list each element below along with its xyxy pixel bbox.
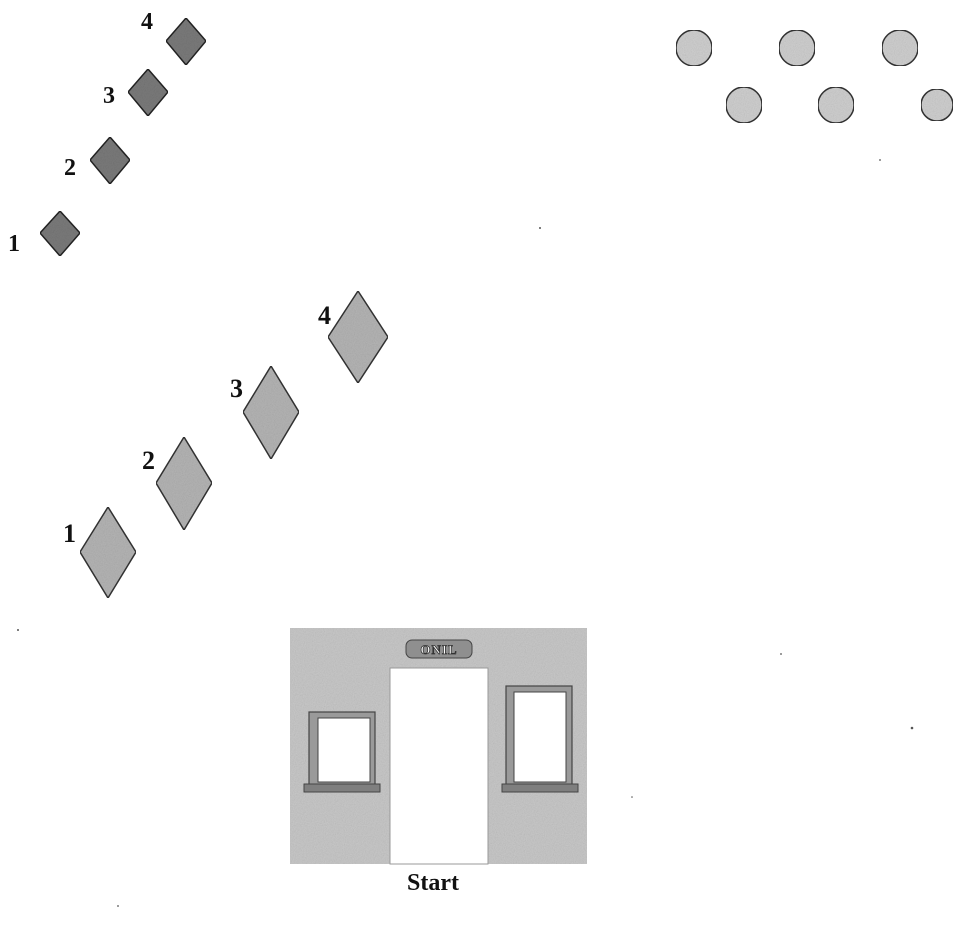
small-diamond-3 <box>127 67 169 118</box>
start-building: ONIL Start <box>290 628 587 896</box>
speck <box>910 726 914 730</box>
large-marker-label-4: 4 <box>318 301 331 330</box>
circle-2 <box>778 29 816 67</box>
left-window-pane <box>317 717 371 783</box>
small-marker-group: 1 2 3 4 <box>8 9 207 258</box>
building-sign: ONIL <box>405 639 473 659</box>
small-marker-4: 4 <box>141 9 207 67</box>
speck <box>117 905 119 907</box>
left-window <box>303 711 381 793</box>
small-marker-label-4: 4 <box>141 9 153 35</box>
small-diamond-4 <box>165 16 207 67</box>
speck <box>631 796 633 798</box>
small-marker-3: 3 <box>103 67 169 118</box>
circle-1 <box>675 29 713 67</box>
doorway <box>389 667 489 865</box>
large-marker-1: 1 <box>63 505 137 600</box>
circle-group <box>675 29 954 124</box>
scan-specks <box>17 159 914 907</box>
circle-5 <box>817 86 855 124</box>
small-marker-2: 2 <box>64 135 131 186</box>
small-diamond-2 <box>89 135 131 186</box>
large-diamond-1 <box>79 505 137 600</box>
speck <box>780 653 782 655</box>
left-window-sill <box>303 783 381 793</box>
right-window <box>501 685 579 793</box>
sign-plate <box>405 639 473 659</box>
large-marker-group: 1 2 3 4 <box>63 289 389 600</box>
large-marker-4: 4 <box>318 289 389 385</box>
circle-3 <box>881 29 919 67</box>
small-marker-label-3: 3 <box>103 83 115 109</box>
sign-text: ONIL <box>420 642 457 657</box>
large-marker-2: 2 <box>142 435 213 532</box>
circle-4 <box>725 86 763 124</box>
start-label: Start <box>407 870 459 896</box>
large-diamond-3 <box>242 364 300 461</box>
circle-6 <box>920 88 954 122</box>
large-marker-label-2: 2 <box>142 446 155 475</box>
large-marker-3: 3 <box>230 364 300 461</box>
large-marker-label-3: 3 <box>230 374 243 403</box>
speck <box>17 629 19 631</box>
small-marker-label-2: 2 <box>64 155 76 181</box>
right-window-sill <box>501 783 579 793</box>
large-marker-label-1: 1 <box>63 519 76 548</box>
right-window-pane <box>513 691 567 783</box>
speck <box>879 159 881 161</box>
small-diamond-1 <box>38 209 82 258</box>
large-diamond-2 <box>155 435 213 532</box>
small-marker-1: 1 <box>8 209 82 258</box>
speck <box>539 227 541 229</box>
small-marker-label-1: 1 <box>8 231 20 257</box>
large-diamond-4 <box>327 289 389 385</box>
